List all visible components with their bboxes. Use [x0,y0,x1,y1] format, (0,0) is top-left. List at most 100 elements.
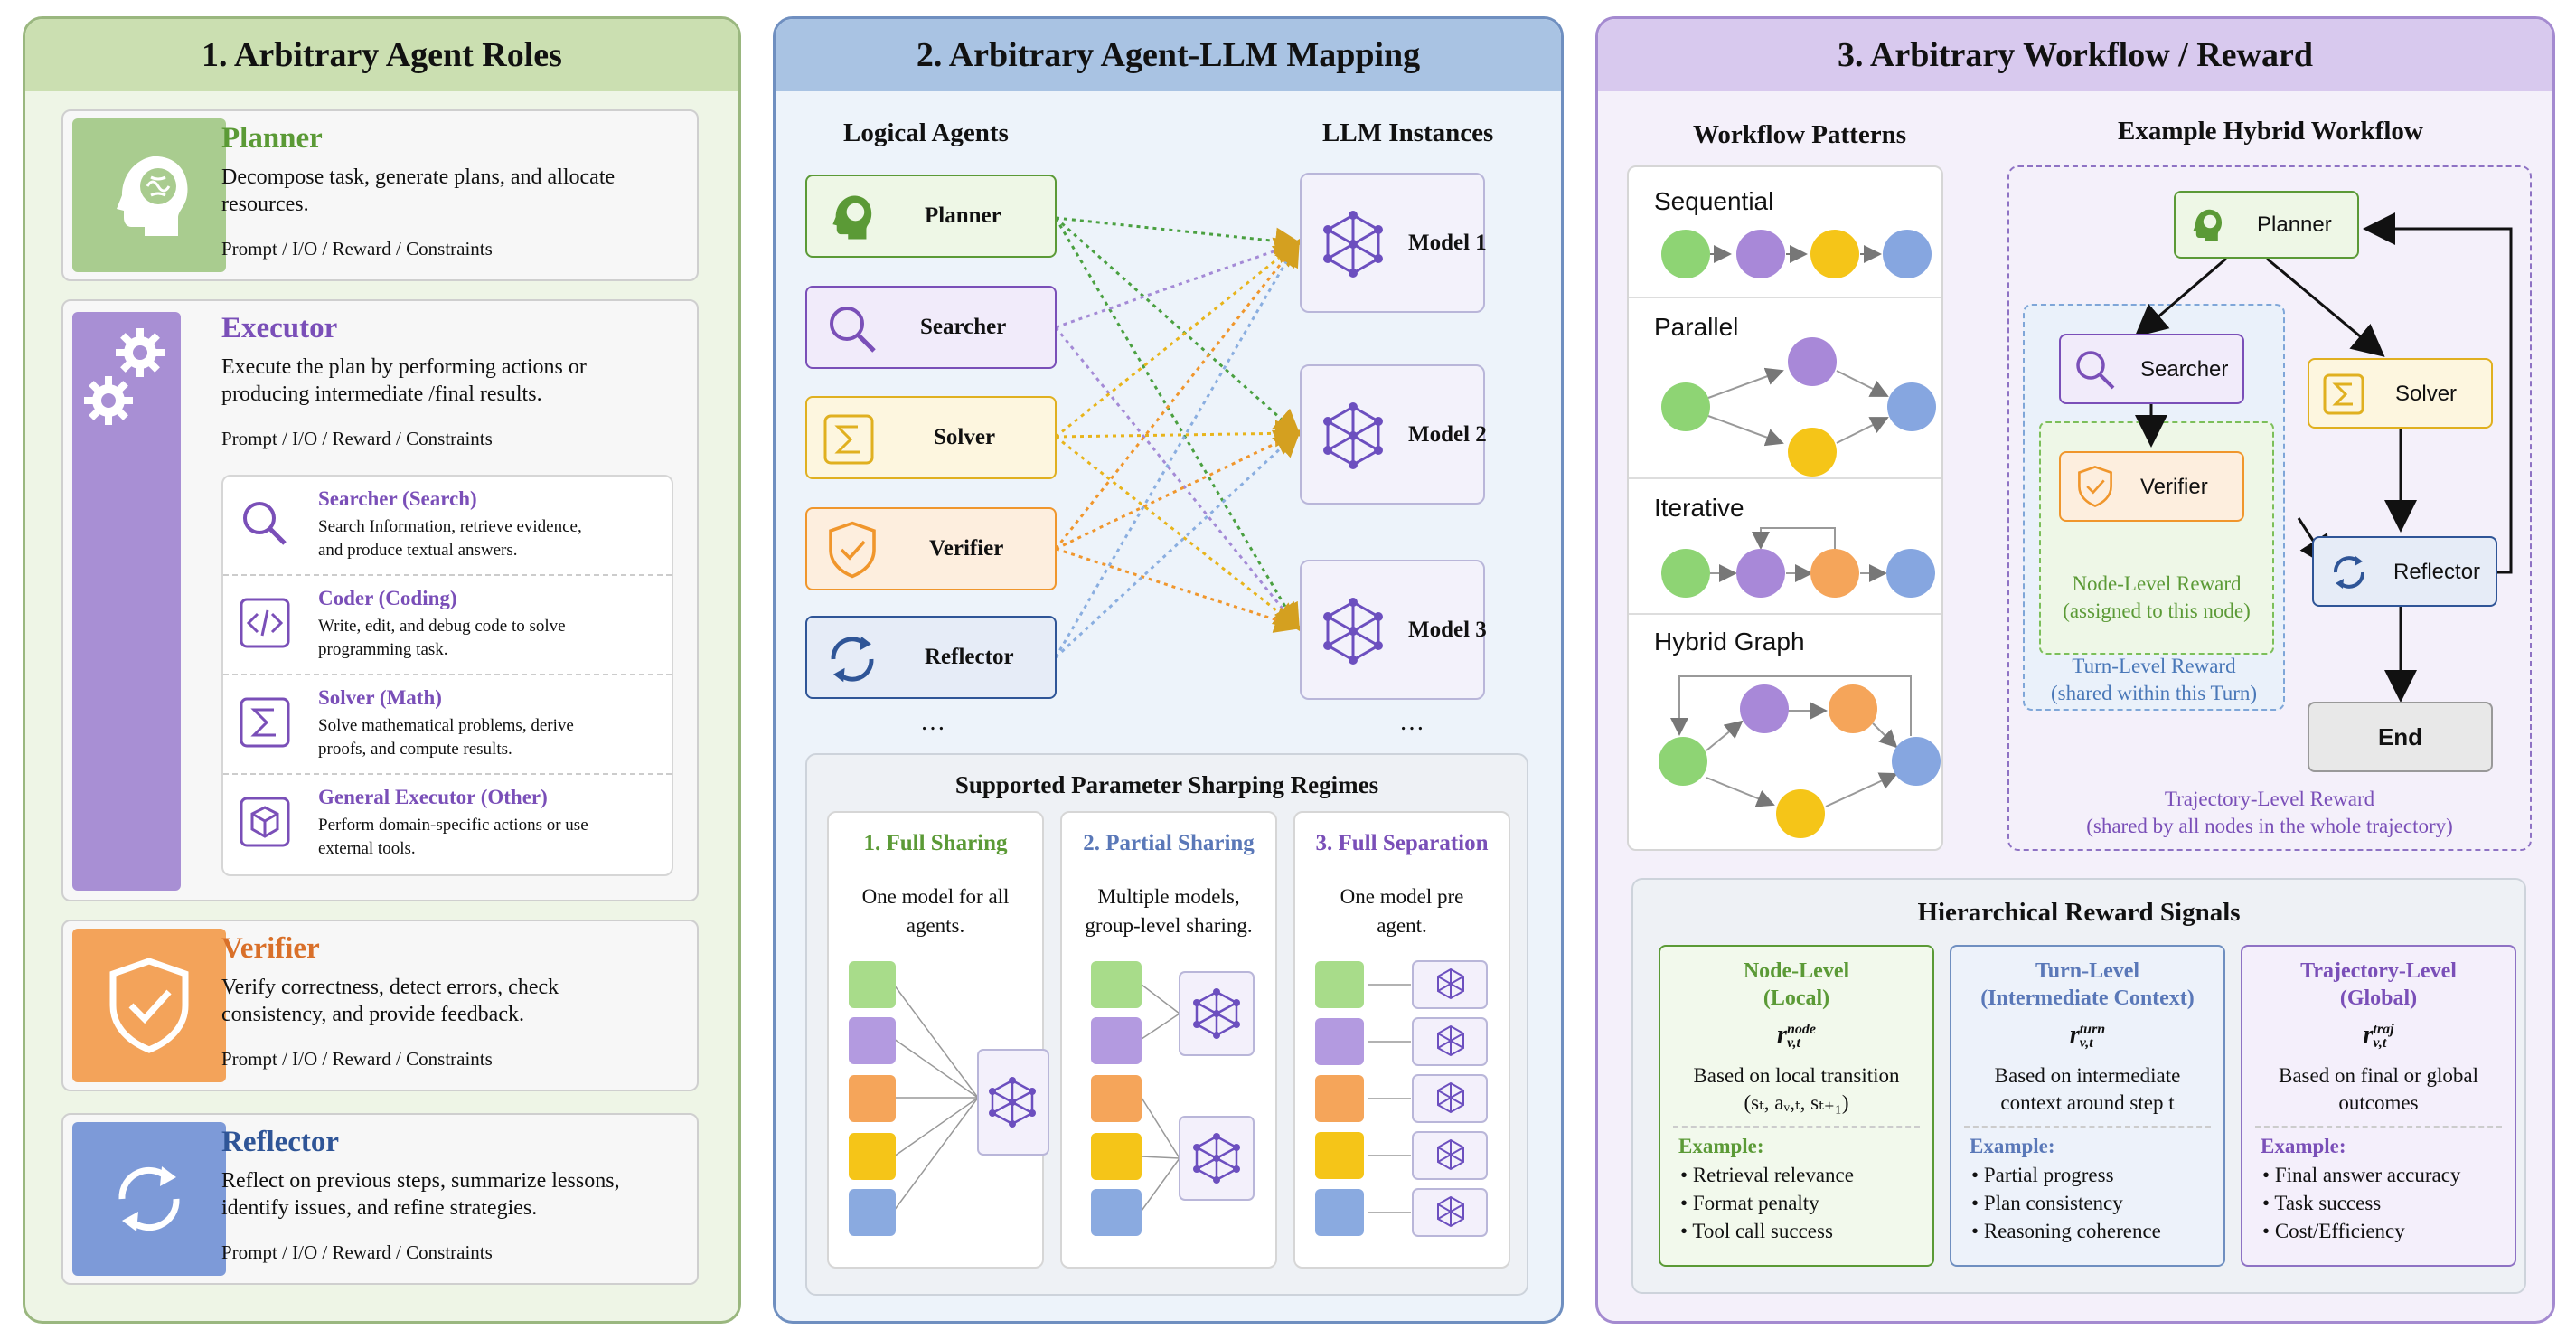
traj-reward-label: Trajectory-Level Reward [2164,788,2375,810]
regime-desc: One model pre [1340,885,1464,908]
signal-symbol-sup: traj [2373,1022,2394,1038]
full-sharing-diagram [849,961,1049,1236]
verifier-card: Verifier Verify correctness, detect erro… [61,920,699,1091]
pattern-label: Parallel [1654,313,1739,341]
pattern-label: Iterative [1654,494,1744,522]
hybrid-workflow-edges [2134,212,2513,703]
mapping-lines [1054,216,1302,659]
panel-agent-llm-mapping: 2. Arbitrary Agent-LLM Mapping Logical A… [773,16,1564,1324]
regimes-title: Supported Parameter Sharping Regimes [954,771,1379,798]
agent-searcher: Searcher [805,286,1057,369]
model-label: Model 1 [1408,231,1487,255]
gears-icon [84,328,165,425]
pattern-iterative: Iterative [1629,479,1941,615]
pattern-hybrid-graph: Hybrid Graph [1629,615,1941,850]
refresh-cycle-icon [831,636,874,683]
example-label: Example: [1678,1135,1764,1157]
reflector-meta: Prompt / I/O / Reward / Constraints [221,1241,493,1263]
signal-subtitle: (Local) [1763,986,1830,1010]
agent-label: Planner [925,203,1001,228]
agent-solver: Solver [805,396,1057,479]
node-reward-sub: (assigned to this node) [2063,599,2251,622]
signal-divider [1964,1126,2211,1128]
model-1: Model 1 [1300,173,1487,313]
example-item: • Reasoning coherence [1971,1220,2161,1242]
signal-symbol-base: r [2069,1021,2080,1049]
example-item: • Format penalty [1680,1192,1819,1214]
partial-sharing-diagram [1091,961,1255,1236]
signal-desc: (sₜ, aᵥ,ₜ, sₜ₊₁) [1744,1091,1849,1114]
network-icon [1323,211,1383,278]
agents-ellipsis: … [920,708,945,736]
example-item: • Cost/Efficiency [2262,1220,2405,1242]
planner-icon-box [72,118,226,272]
example-item: • Retrieval relevance [1680,1164,1854,1186]
llm-instances-header: LLM Instances [1322,118,1494,147]
planner-desc-line1: Decompose task, generate plans, and allo… [221,165,616,189]
panel1-title: 1. Arbitrary Agent Roles [25,19,738,91]
planner-card: Planner Decompose task, generate plans, … [61,109,699,281]
verifier-title: Verifier [221,932,320,965]
logical-agents-header: Logical Agents [843,118,1009,147]
turn-reward-label: Turn-Level Reward [2072,655,2236,677]
regime-desc: One model for all [861,885,1010,908]
pattern-label: Sequential [1654,187,1774,215]
shield-check-icon [2078,466,2112,507]
agent-planner: Planner [805,175,1057,258]
regime-title: 3. Full Separation [1315,831,1489,855]
shield-check-icon [829,521,876,579]
signal-divider [2255,1126,2502,1128]
model-2: Model 2 [1300,364,1487,505]
network-icon [1323,402,1383,469]
verifier-meta: Prompt / I/O / Reward / Constraints [221,1048,493,1070]
wf-node-searcher: Searcher [2059,334,2244,404]
example-item: • Tool call success [1680,1220,1833,1242]
pattern-label: Hybrid Graph [1654,628,1805,656]
head-brain-icon [117,156,188,236]
agent-square [1315,1189,1364,1236]
regimes-box: Supported Parameter Sharping Regimes 1. … [805,753,1528,1296]
regime-desc: agent. [1377,914,1427,937]
reflector-icon-box [72,1122,226,1276]
wf-node-planner: Planner [2174,191,2359,259]
signal-symbol-sup: node [1786,1022,1816,1038]
subrole-desc: programming task. [318,640,448,659]
regime-partial-sharing: 2. Partial Sharing Multiple models, grou… [1060,811,1277,1269]
planner-desc-line2: resources. [221,193,309,216]
signal-desc: context around step t [2000,1091,2175,1114]
sequential-graph [1661,230,1932,278]
magnifier-icon [243,502,287,545]
signal-desc: Based on final or global [2278,1064,2478,1087]
sigma-icon [240,697,290,748]
signal-symbol-sub: v,t [1786,1034,1800,1051]
panel-workflow-reward: 3. Arbitrary Workflow / Reward Workflow … [1595,16,2555,1324]
signal-title: Turn-Level [2035,959,2140,983]
shield-check-icon [109,958,189,1053]
pattern-parallel: Parallel [1629,298,1941,479]
subrole-desc: external tools. [318,839,416,858]
full-separation-diagram [1315,960,1488,1237]
network-icon [1323,598,1383,665]
reward-signals-box: Hierarchical Reward Signals Node-Level(L… [1631,878,2526,1294]
regime-title: 1. Full Sharing [863,831,1008,855]
subrole-desc: Search Information, retrieve evidence, [318,517,582,536]
signal-desc: Based on local transition [1693,1064,1900,1087]
executor-desc-line1: Execute the plan by performing actions o… [221,355,587,379]
planner-title: Planner [221,122,323,155]
subrole-coder: Coder (Coding) Write, edit, and debug co… [223,576,672,675]
wf-node-label: End [2377,722,2423,750]
example-item: • Partial progress [1971,1164,2114,1186]
executor-card: Executor Execute the plan by performing … [61,299,699,901]
wf-node-label: Verifier [2140,475,2208,499]
executor-subroles: Searcher (Search) Search Information, re… [221,475,673,876]
executor-icon-box [72,312,181,891]
executor-desc-line2: producing intermediate /final results. [221,382,542,406]
agent-reflector: Reflector [805,616,1057,699]
wf-node-solver: Solver [2308,358,2493,429]
panel2-title: 2. Arbitrary Agent-LLM Mapping [776,19,1561,91]
parallel-graph [1661,337,1936,477]
